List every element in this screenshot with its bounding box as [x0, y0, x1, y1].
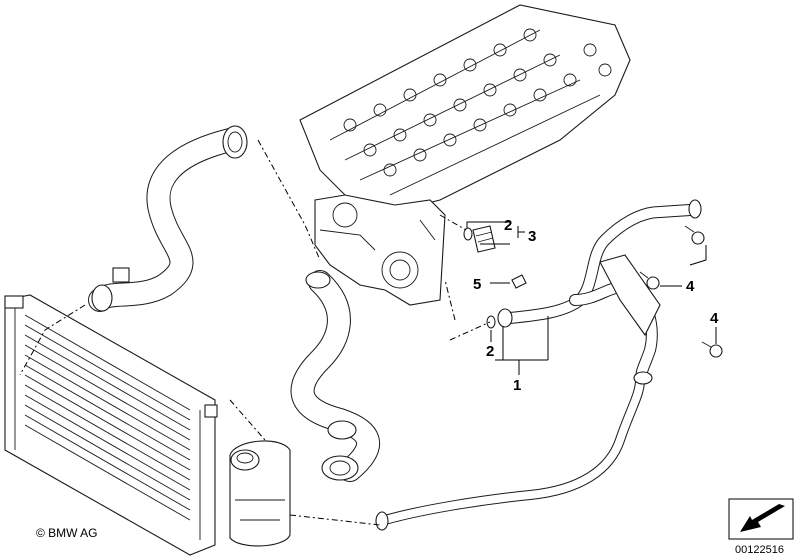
- direction-symbol: [728, 498, 794, 540]
- o-ring-upper: [463, 227, 473, 241]
- arrow-icon: [740, 504, 785, 532]
- callout-4-top: 4: [686, 278, 695, 295]
- bolt-upper: [684, 225, 705, 245]
- callout-2-bottom: 2: [486, 343, 494, 360]
- small-parts: [463, 225, 723, 358]
- coolant-pipe-assembly: [497, 199, 702, 385]
- lower-radiator-hose: [290, 270, 381, 482]
- bolt-lower: [701, 341, 723, 358]
- radiator: [4, 294, 218, 556]
- callout-2-top: 2: [504, 217, 512, 234]
- callout-5: 5: [473, 276, 481, 293]
- cylinder-head: [299, 4, 631, 306]
- callouts: 1 2 3 5 2 4 4: [473, 217, 719, 394]
- callout-3: 3: [528, 228, 536, 245]
- image-number: 00122516: [735, 544, 784, 556]
- expansion-tank: [229, 440, 291, 547]
- bolt-middle: [639, 271, 660, 290]
- plug-5: [511, 274, 527, 289]
- copyright-notice: © BMW AG: [36, 526, 98, 540]
- callout-1: 1: [513, 377, 521, 394]
- o-ring-lower: [486, 315, 496, 329]
- expansion-tank-hose: [375, 375, 645, 531]
- callout-4-bottom: 4: [710, 310, 719, 327]
- seal-3: [472, 225, 496, 253]
- upper-radiator-hose: [88, 125, 248, 312]
- callout-leaders: [466, 221, 717, 375]
- assembly-lines: [19, 139, 491, 526]
